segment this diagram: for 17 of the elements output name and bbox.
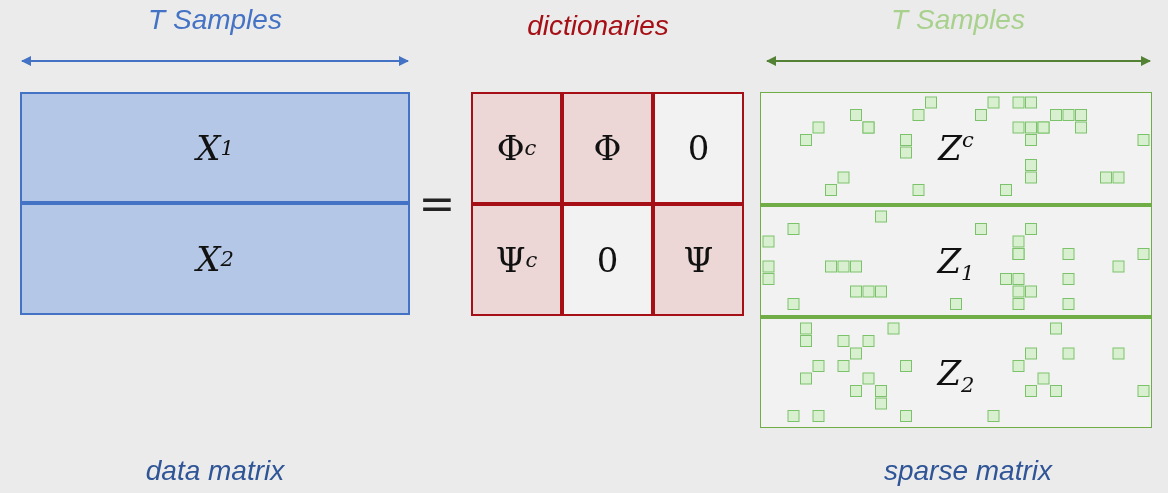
matrix-symbol: Z$_{1}$ bbox=[937, 241, 975, 281]
matrix-band bbox=[760, 316, 1152, 428]
caption: sparse matrix bbox=[884, 455, 1052, 487]
matrix-band bbox=[760, 92, 1152, 204]
matrix-cell: Ψ$^{c}$ bbox=[471, 204, 562, 316]
dimension-label: T Samples bbox=[148, 4, 282, 36]
heading: dictionaries bbox=[527, 10, 669, 42]
matrix-cell: Φ$^{c}$ bbox=[471, 92, 562, 204]
matrix-symbol: Z$^{c}$ bbox=[938, 128, 974, 168]
matrix-cell: 0 bbox=[562, 204, 653, 316]
equals-sign: = bbox=[418, 178, 456, 229]
matrix-cell: Φ bbox=[562, 92, 653, 204]
matrix-cell: 0 bbox=[653, 92, 744, 204]
caption: data matrix bbox=[145, 455, 285, 487]
matrix-cell: Ψ bbox=[653, 204, 744, 316]
dimension-label: T Samples bbox=[891, 4, 1025, 36]
matrix-symbol: Z$_{2}$ bbox=[937, 353, 975, 393]
